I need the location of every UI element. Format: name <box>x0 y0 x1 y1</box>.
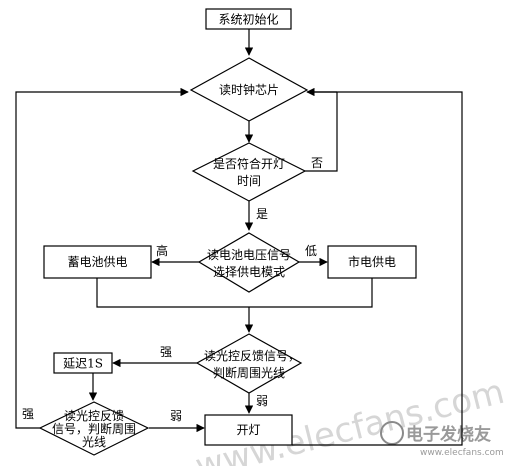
node-init: 系统初始化 <box>205 8 292 30</box>
edge-label-high: 高 <box>156 243 168 258</box>
node-delay-label: 延迟1S <box>63 357 103 371</box>
watermark-logo: 电子发烧友 www.elecfans.com <box>380 421 504 458</box>
watermark-brand-url: www.elecfans.com <box>420 448 504 458</box>
node-read-voltage: 读电池电压信号 选择供电模式 <box>197 232 301 293</box>
node-check-time-label-2: 时间 <box>237 174 261 188</box>
node-reread-light-shape <box>38 401 150 456</box>
node-init-box <box>205 8 292 30</box>
edge-label-yes: 是 <box>256 207 268 221</box>
node-read-light-shape <box>195 333 303 394</box>
node-reread-light: 读光控反馈 信号，判断周围 光线 <box>38 401 150 456</box>
edge-label-weak-1: 弱 <box>256 394 268 408</box>
node-read-light-label-1: 读光控反馈信号， <box>204 349 300 363</box>
node-read-light-label-2: 判断周围光线 <box>213 365 285 380</box>
edge-check-no-loop <box>305 92 338 172</box>
node-mains-supply: 市电供电 <box>327 245 417 279</box>
node-mains-supply-box <box>327 245 417 279</box>
node-check-time: 是否符合开灯 时间 <box>191 142 307 202</box>
edge-label-strong-1: 强 <box>160 345 172 359</box>
watermark-brand-text: 电子发烧友 <box>406 424 491 445</box>
edge-label-low: 低 <box>305 244 317 258</box>
node-battery-supply-label: 蓄电池供电 <box>67 255 127 269</box>
node-reread-light-label-3: 光线 <box>82 435 106 449</box>
edges <box>15 29 463 446</box>
node-check-time-shape <box>191 142 307 202</box>
node-read-clock-label: 读时钟芯片 <box>219 82 279 97</box>
node-delay-box <box>53 352 113 374</box>
node-lamp-on: 开灯 <box>204 414 293 446</box>
node-read-voltage-label-1: 读电池电压信号 <box>207 248 291 262</box>
node-lamp-on-box <box>204 414 293 446</box>
node-read-voltage-label-2: 选择供电模式 <box>213 265 285 279</box>
node-read-voltage-shape <box>197 232 301 293</box>
node-lamp-on-label: 开灯 <box>236 423 260 437</box>
edge-lamp-loop <box>292 91 463 446</box>
node-delay: 延迟1S <box>53 352 113 374</box>
node-battery-supply: 蓄电池供电 <box>43 245 152 279</box>
edge-supply-merge <box>96 278 373 308</box>
edge-label-strong-2: 强 <box>22 407 34 421</box>
node-init-label: 系统初始化 <box>218 13 278 27</box>
edge-label-no: 否 <box>311 156 323 170</box>
watermark-logo-icon <box>380 421 404 445</box>
node-mains-supply-label: 市电供电 <box>348 254 396 269</box>
edge-label-weak-2: 弱 <box>170 409 182 423</box>
node-battery-supply-box <box>43 245 152 279</box>
node-reread-light-label-2: 信号，判断周围 <box>52 421 136 436</box>
edge-reread-strong-loop <box>15 87 189 429</box>
edge-labels: 否 是 高 低 强 弱 强 弱 <box>22 156 323 423</box>
node-read-clock-shape <box>189 57 309 122</box>
node-read-light: 读光控反馈信号， 判断周围光线 <box>195 333 303 394</box>
node-read-clock: 读时钟芯片 <box>189 57 309 122</box>
node-check-time-label-1: 是否符合开灯 <box>213 156 285 171</box>
node-reread-light-label-1: 读光控反馈 <box>64 409 124 423</box>
